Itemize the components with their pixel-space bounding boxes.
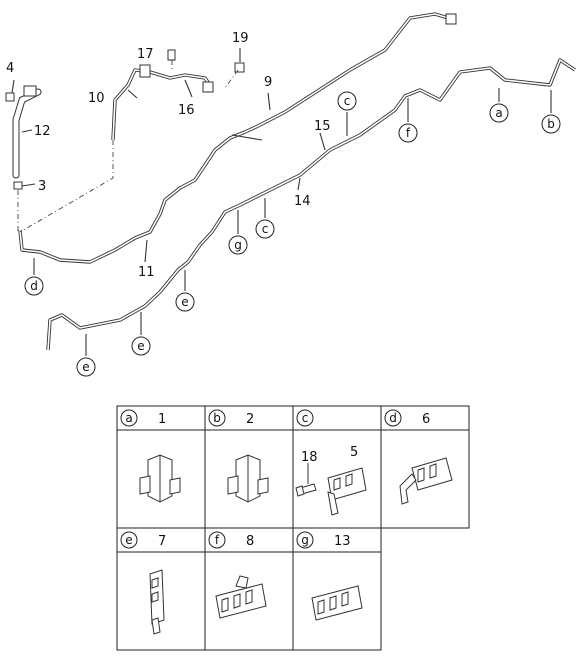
clip-8-illustration (215, 575, 267, 619)
svg-text:g: g (234, 238, 242, 252)
circle-callout-f: f (398, 123, 418, 143)
svg-text:7: 7 (158, 534, 166, 549)
svg-text:d: d (30, 279, 38, 293)
clip-6-illustration (399, 457, 453, 505)
callout-10: 10 (88, 91, 105, 106)
part-3 (13, 181, 23, 190)
svg-text:c: c (302, 411, 309, 425)
svg-text:c: c (262, 222, 269, 236)
callout-12: 12 (34, 124, 51, 139)
legend-cell-e: e 7 (120, 531, 166, 549)
svg-text:e: e (181, 295, 188, 309)
legend-cell-a: a 1 (120, 409, 166, 427)
part-4 (5, 92, 15, 102)
clip-7-illustration (149, 569, 165, 635)
svg-text:e: e (137, 339, 144, 353)
legend-cell-d: d 6 (384, 409, 430, 427)
brake-pipe-9 (18, 12, 457, 264)
svg-text:d: d (389, 411, 397, 425)
svg-text:f: f (406, 126, 411, 140)
svg-text:b: b (547, 117, 555, 131)
legend-cell-b: b 2 (208, 409, 254, 427)
callout-4: 4 (6, 61, 14, 76)
clip-1-illustration (139, 454, 181, 503)
svg-text:a: a (125, 411, 132, 425)
svg-text:2: 2 (246, 412, 254, 427)
circle-callout-g: g (228, 235, 248, 255)
ref-line-19 (224, 69, 239, 89)
circle-callout-e1: e (175, 292, 195, 312)
clip-legend-table: a 1 b 2 c 18 5 d 6 e 7 f 8 (116, 405, 470, 651)
circle-callout-b: b (541, 114, 561, 134)
bolt-18-illustration (295, 463, 317, 497)
circle-callout-e3: e (76, 357, 96, 377)
brake-hose-12 (12, 85, 42, 179)
callout-14: 14 (294, 194, 311, 209)
circle-callout-e2: e (131, 336, 151, 356)
legend-cell-c: c 18 5 (296, 409, 358, 465)
callout-9: 9 (264, 75, 272, 90)
circle-callout-c: c (337, 91, 357, 111)
brake-pipe-14-15 (46, 58, 576, 351)
legend-cell-g: g 13 (296, 531, 351, 549)
clip-2-illustration (227, 454, 269, 503)
callout-11: 11 (138, 265, 155, 280)
svg-text:6: 6 (422, 412, 430, 427)
part-19 (234, 62, 245, 73)
svg-text:f: f (215, 533, 220, 547)
svg-text:18: 18 (301, 450, 318, 465)
svg-text:b: b (213, 411, 221, 425)
svg-text:g: g (301, 533, 309, 547)
legend-cell-f: f 8 (208, 531, 254, 549)
callout-16: 16 (178, 103, 195, 118)
svg-text:1: 1 (158, 412, 166, 427)
svg-text:a: a (495, 106, 502, 120)
ref-line-10 (19, 140, 114, 233)
svg-text:e: e (82, 360, 89, 374)
callout-3: 3 (38, 179, 46, 194)
svg-text:5: 5 (350, 445, 358, 460)
circle-callout-d: d (24, 276, 44, 296)
callout-15: 15 (314, 119, 331, 134)
svg-text:e: e (125, 533, 132, 547)
svg-text:8: 8 (246, 534, 254, 549)
brake-pipe-10 (111, 64, 214, 141)
clip-13-illustration (311, 585, 363, 621)
callout-17: 17 (137, 47, 154, 62)
callout-19: 19 (232, 31, 249, 46)
svg-text:13: 13 (334, 534, 351, 549)
leader-lines (11, 48, 552, 356)
svg-text:c: c (344, 94, 351, 108)
circle-callout-a: a (489, 103, 509, 123)
circle-callout-c2: c (255, 219, 275, 239)
part-17 (167, 49, 176, 61)
clip-5-illustration (327, 467, 367, 516)
